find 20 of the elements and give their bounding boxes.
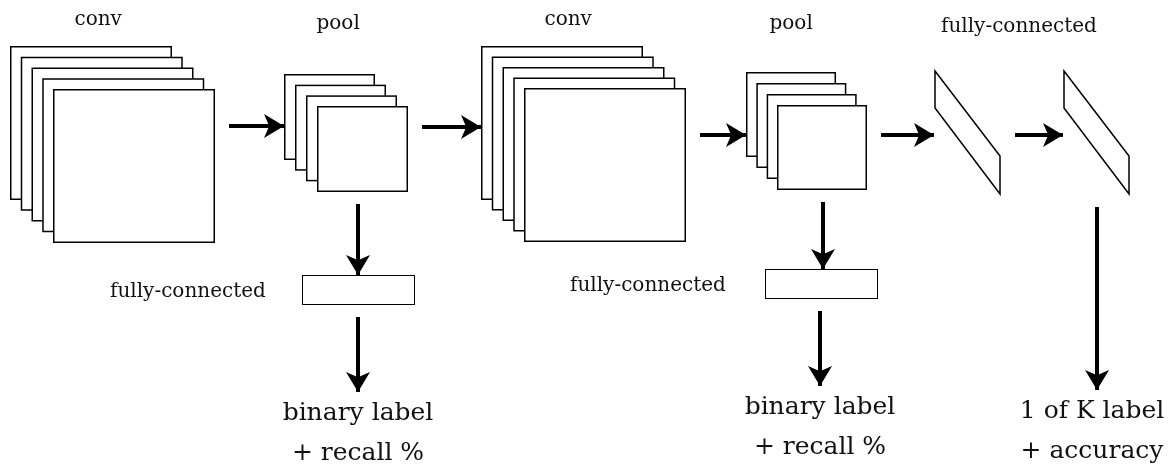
arrow bbox=[1085, 207, 1109, 390]
output-label: binary label + recall % bbox=[743, 390, 897, 462]
layer-label: pool bbox=[316, 10, 360, 34]
layer-label: fully-connected bbox=[110, 278, 266, 302]
arrow bbox=[229, 114, 284, 138]
layer-label: fully-connected bbox=[570, 272, 726, 296]
arrow bbox=[700, 123, 746, 147]
arrow bbox=[1015, 123, 1063, 147]
arrow bbox=[881, 123, 934, 147]
layer-label: conv bbox=[544, 6, 592, 30]
arrow bbox=[422, 115, 481, 139]
arrow bbox=[811, 202, 835, 269]
output-label: 1 of K label + accuracy bbox=[1018, 394, 1166, 466]
layer-label: pool bbox=[769, 10, 813, 34]
arrow bbox=[346, 204, 370, 275]
arrow bbox=[808, 311, 832, 386]
layer-label: conv bbox=[74, 6, 122, 30]
output-label: binary label + recall % bbox=[281, 396, 435, 468]
layer-label: fully-connected bbox=[941, 13, 1097, 37]
arrow bbox=[346, 317, 370, 392]
